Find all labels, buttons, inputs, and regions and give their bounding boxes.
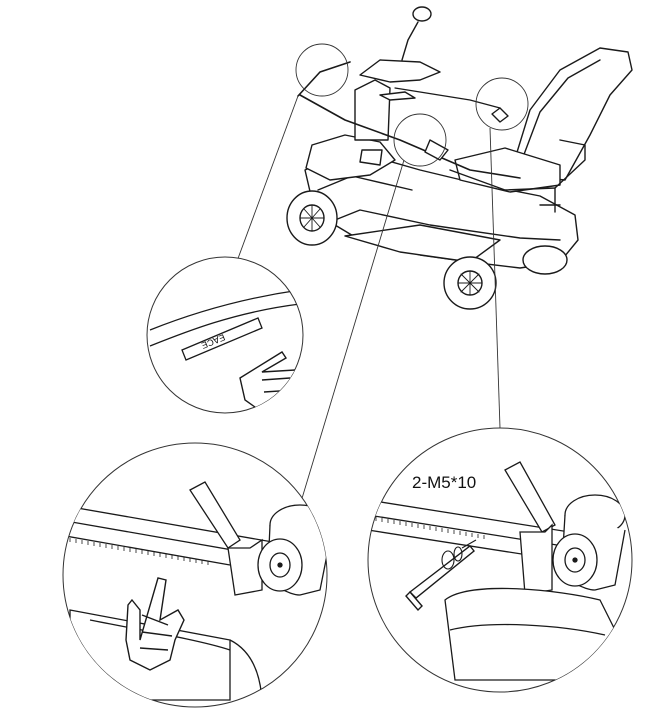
- mount-bracket: [504, 461, 556, 533]
- handlebar: [359, 59, 441, 83]
- mirror-stalk: [401, 21, 419, 61]
- detail-bolt-view: [367, 427, 633, 693]
- leader-lines: [232, 95, 501, 506]
- screw-icon: [441, 539, 477, 570]
- drum-cylinder: [552, 494, 626, 591]
- rail-teeth: [69, 538, 209, 565]
- floor-board: [344, 224, 501, 263]
- front-wheel: [286, 190, 338, 246]
- middle-wheel: [443, 256, 497, 310]
- pointing-hand-icon: [125, 577, 185, 671]
- mirror: [412, 6, 432, 22]
- detail-markers: [295, 43, 529, 167]
- armrest-frame: [449, 139, 586, 191]
- bolt-spec-label: 2-M5*10: [412, 473, 476, 492]
- brand-plate: [181, 317, 263, 361]
- handle-rail: [149, 289, 301, 331]
- mount-bracket: [189, 481, 241, 549]
- seat-back: [509, 47, 633, 181]
- front-shroud: [305, 134, 396, 181]
- tiller-column: [354, 79, 391, 141]
- detail-label-view: ƎƆ∀Ǝ: [146, 256, 304, 414]
- mobility-scooter: [286, 6, 633, 310]
- rear-wheel: [522, 245, 568, 275]
- basket-rod: [297, 61, 521, 179]
- hex-key-icon: [405, 545, 475, 612]
- drum-cylinder: [257, 504, 327, 596]
- detail-pull-view: [62, 442, 328, 708]
